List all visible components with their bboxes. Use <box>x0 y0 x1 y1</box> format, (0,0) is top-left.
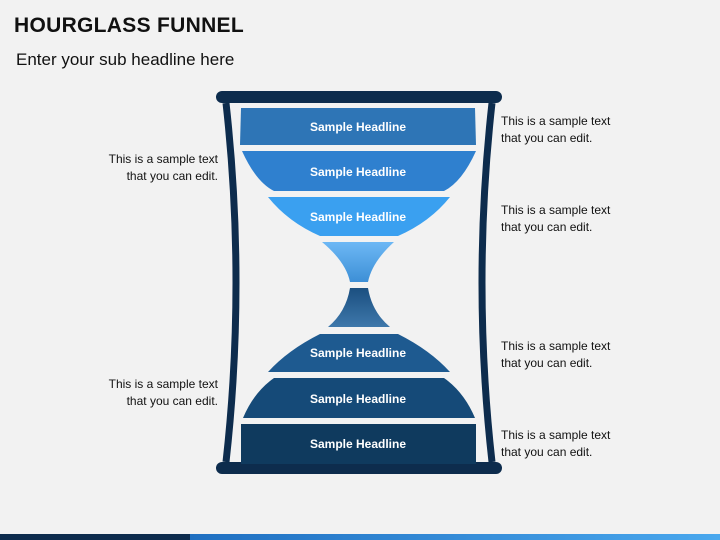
page-subtitle: Enter your sub headline here <box>16 50 235 69</box>
layer-1-label: Sample Headline <box>310 120 406 134</box>
layer-4-label: Sample Headline <box>310 346 406 360</box>
footer-accent-bar <box>0 534 720 540</box>
frame-top-bar <box>216 91 502 103</box>
note-right-4: This is a sample text that you can edit. <box>501 428 611 459</box>
note-left-2: This is a sample text that you can edit. <box>108 377 218 408</box>
page-title: HOURGLASS FUNNEL <box>14 14 244 37</box>
footer-accent-dark <box>0 534 190 540</box>
note-left-1: This is a sample text that you can edit. <box>108 152 218 183</box>
layer-3-shape <box>268 197 450 236</box>
neck-top-shape <box>322 242 394 282</box>
layer-1-shape <box>240 108 476 145</box>
frame-bottom-bar <box>216 462 502 474</box>
layer-4-shape <box>268 334 450 372</box>
layer-6-label: Sample Headline <box>310 437 406 451</box>
layer-5-label: Sample Headline <box>310 392 406 406</box>
layer-6-shape <box>241 424 476 464</box>
note-right-1: This is a sample text that you can edit. <box>501 114 611 145</box>
note-right-2: This is a sample text that you can edit. <box>501 203 611 234</box>
layer-5-shape <box>243 378 475 418</box>
layer-2-shape <box>242 151 476 191</box>
layer-2-label: Sample Headline <box>310 165 406 179</box>
layer-3-label: Sample Headline <box>310 210 406 224</box>
neck-bottom-shape <box>328 288 390 327</box>
footer-accent-light <box>190 534 720 540</box>
frame-right-side <box>478 102 496 463</box>
note-right-3: This is a sample text that you can edit. <box>501 339 611 370</box>
frame-left-side <box>222 102 240 463</box>
